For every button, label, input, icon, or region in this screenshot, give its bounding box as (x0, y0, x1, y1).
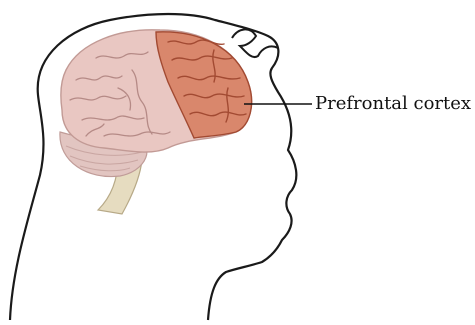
prefrontal-cortex-label: Prefrontal cortex (315, 93, 471, 114)
hair-detail (232, 29, 278, 57)
